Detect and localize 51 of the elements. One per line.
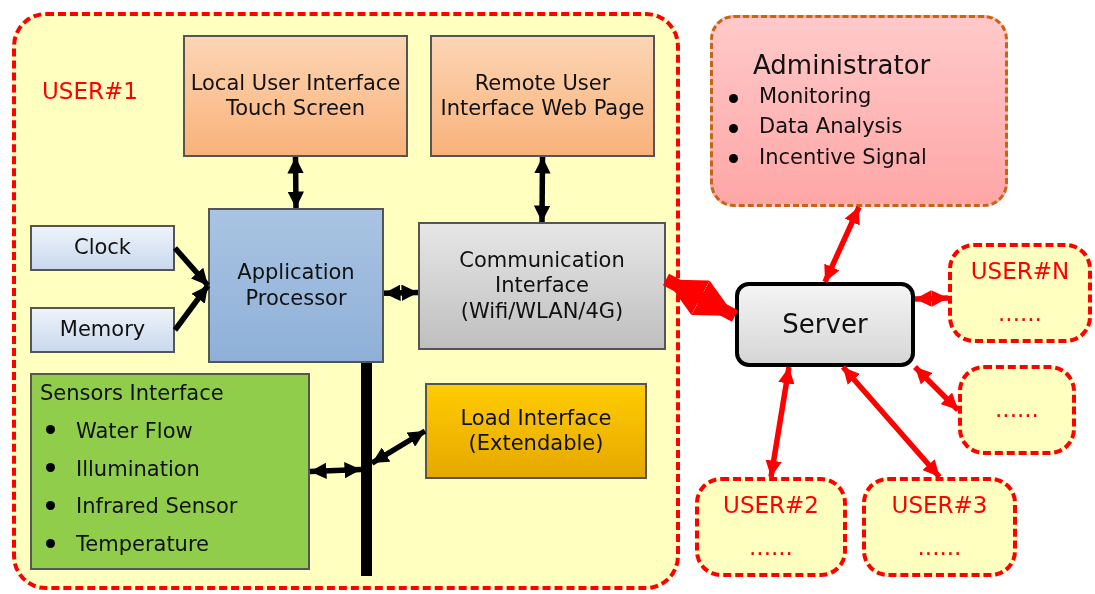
- bullet-item: Temperature: [40, 526, 210, 564]
- user-box: [948, 243, 1092, 343]
- box-label: Application Processor: [236, 260, 356, 311]
- box-label: Remote User Interface Web Page: [439, 70, 646, 122]
- box-label: Local User Interface Touch Screen: [189, 70, 402, 122]
- server-box: [735, 282, 915, 367]
- arrow: [822, 205, 862, 284]
- box-label: Server: [782, 308, 868, 341]
- user-label: USER#3: [891, 492, 988, 520]
- interface-box: [430, 35, 655, 157]
- user-label: ......: [995, 396, 1039, 424]
- user-box: [862, 477, 1017, 577]
- interface-box: [425, 383, 647, 479]
- box-heading: Sensors Interface: [40, 380, 224, 407]
- bullet-item: Incentive Signal: [723, 141, 927, 173]
- sensor-box: [30, 373, 310, 570]
- group-title: USER#1: [42, 78, 138, 106]
- administrator-box: [710, 15, 1008, 207]
- arrow: [840, 365, 942, 479]
- user-label: USER#2: [723, 492, 819, 520]
- component-box: [30, 307, 175, 353]
- arrow: [533, 157, 551, 222]
- arrow: [914, 290, 949, 307]
- user-box: [958, 365, 1076, 455]
- user-box: [695, 477, 847, 577]
- box-label: Memory: [59, 317, 146, 343]
- box-heading: Administrator: [752, 49, 931, 81]
- processor-box: [208, 208, 384, 363]
- ellipsis-text: ......: [998, 300, 1042, 328]
- bullet-item: Monitoring: [723, 80, 872, 112]
- arrow: [287, 156, 305, 209]
- interface-box: [183, 35, 408, 157]
- user-group-panel: [12, 12, 680, 590]
- arrow: [370, 428, 427, 466]
- bullet-item: Data Analysis: [723, 111, 903, 142]
- arrow: [309, 461, 362, 480]
- bus-bar: [361, 363, 372, 576]
- box-label: Clock: [73, 235, 132, 261]
- bullet-item: Illumination: [40, 450, 200, 489]
- box-label: Communication Interface (Wifi/WLAN/4G): [458, 248, 626, 324]
- bullet-item: Water Flow: [40, 412, 193, 451]
- arrow: [765, 366, 795, 478]
- component-box: [30, 225, 175, 271]
- arrow: [913, 365, 960, 412]
- bullet-item: Infrared Sensor: [40, 488, 238, 527]
- ellipsis-text: ......: [917, 534, 962, 562]
- box-label: Load Interface (Extendable): [459, 405, 613, 457]
- interface-box: [418, 222, 666, 350]
- arrow: [383, 284, 419, 302]
- ellipsis-text: ......: [749, 534, 793, 562]
- user-label: USER#N: [970, 258, 1070, 286]
